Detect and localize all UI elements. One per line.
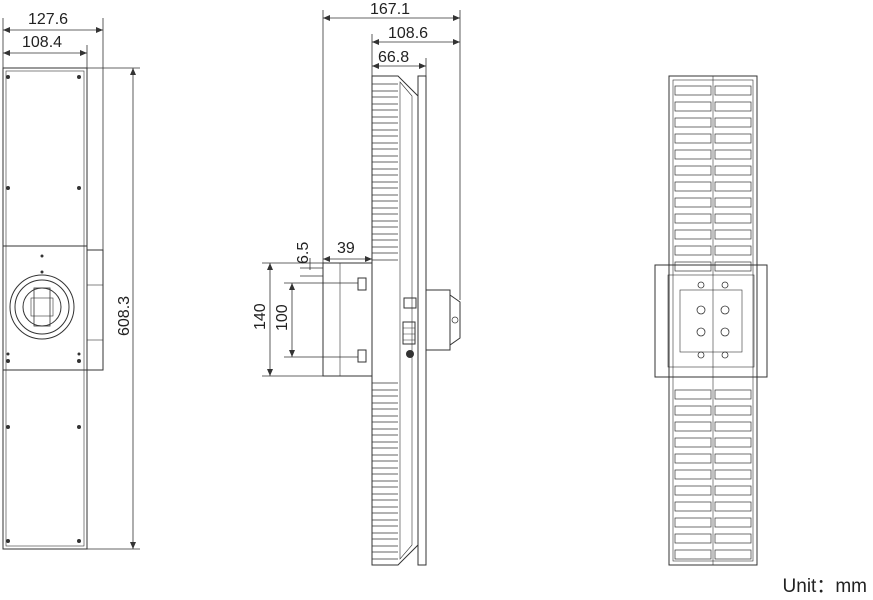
- front-view-screws: [6, 75, 81, 543]
- fin: [371, 83, 398, 92]
- rib: [674, 485, 712, 496]
- dim-front-inner-width: 108.4: [22, 34, 62, 51]
- heat-sink-fins: [371, 83, 398, 560]
- rib: [714, 117, 752, 128]
- side-port-icon: [406, 350, 414, 358]
- rib: [674, 421, 712, 432]
- rib: [674, 229, 712, 240]
- front-view: [2, 67, 104, 550]
- rib: [714, 229, 752, 240]
- side-dimension-lines: [262, 10, 461, 377]
- fin: [371, 161, 398, 170]
- dim-bracket-depth: 39: [337, 240, 355, 257]
- fin: [371, 473, 398, 482]
- fin: [371, 148, 398, 157]
- rib: [714, 85, 752, 96]
- dim-front-outer-width: 127.6: [28, 11, 68, 28]
- rib: [674, 501, 712, 512]
- dim-side-total-depth: 167.1: [370, 1, 410, 18]
- rib: [714, 389, 752, 400]
- dim-bracket-hole-spacing: 100: [274, 304, 291, 331]
- front-dimension-arrows: [3, 27, 136, 549]
- rib: [674, 149, 712, 160]
- rib: [674, 165, 712, 176]
- dim-side-fin-depth: 66.8: [378, 49, 409, 66]
- rib: [714, 533, 752, 544]
- front-dimension-lines: [2, 18, 140, 550]
- rib: [674, 469, 712, 480]
- rib: [714, 501, 752, 512]
- rib: [674, 437, 712, 448]
- fin: [371, 239, 398, 248]
- fin: [371, 382, 398, 391]
- rib: [714, 421, 752, 432]
- fin: [371, 395, 398, 404]
- rib: [674, 85, 712, 96]
- rib: [714, 485, 752, 496]
- rib: [674, 533, 712, 544]
- rib: [714, 101, 752, 112]
- rib: [674, 133, 712, 144]
- back-bracket-holes: [696, 281, 730, 359]
- rib: [674, 389, 712, 400]
- fin: [371, 408, 398, 417]
- rib: [674, 181, 712, 192]
- fin: [371, 135, 398, 144]
- fin: [371, 421, 398, 430]
- back-view: [654, 75, 768, 566]
- rib: [714, 197, 752, 208]
- fin: [371, 122, 398, 131]
- fin: [371, 187, 398, 196]
- fin: [371, 252, 398, 261]
- fin: [371, 460, 398, 469]
- dim-front-height: 608.3: [116, 296, 133, 336]
- fin: [371, 174, 398, 183]
- fin: [371, 512, 398, 521]
- fin: [371, 213, 398, 222]
- rib: [714, 549, 752, 560]
- rib: [674, 101, 712, 112]
- fin: [371, 486, 398, 495]
- fin: [371, 200, 398, 209]
- dim-bracket-outer-height: 140: [252, 303, 269, 330]
- fin: [371, 109, 398, 118]
- fin: [371, 226, 398, 235]
- fin: [371, 499, 398, 508]
- rib: [714, 517, 752, 528]
- fin: [371, 447, 398, 456]
- rib: [714, 133, 752, 144]
- rib: [714, 261, 752, 272]
- rib: [714, 437, 752, 448]
- rib: [714, 469, 752, 480]
- fin: [371, 525, 398, 534]
- dim-bracket-offset: 6.5: [295, 242, 312, 264]
- fin: [371, 434, 398, 443]
- rib: [674, 517, 712, 528]
- rib: [674, 261, 712, 272]
- rib: [674, 213, 712, 224]
- rib: [674, 245, 712, 256]
- dim-side-body-depth: 108.6: [388, 25, 428, 42]
- rib: [674, 453, 712, 464]
- rib: [674, 197, 712, 208]
- rib: [674, 117, 712, 128]
- rib: [674, 549, 712, 560]
- fin: [371, 551, 398, 560]
- fin: [371, 96, 398, 105]
- rib: [714, 181, 752, 192]
- rib: [714, 453, 752, 464]
- rib: [714, 245, 752, 256]
- unit-label: Unit：mm: [782, 576, 867, 597]
- rib: [714, 213, 752, 224]
- rib: [714, 165, 752, 176]
- back-view-ribs: [674, 85, 752, 560]
- rib: [714, 405, 752, 416]
- side-dimension-arrows: [267, 15, 460, 376]
- rib: [714, 149, 752, 160]
- fin: [371, 538, 398, 547]
- rib: [674, 405, 712, 416]
